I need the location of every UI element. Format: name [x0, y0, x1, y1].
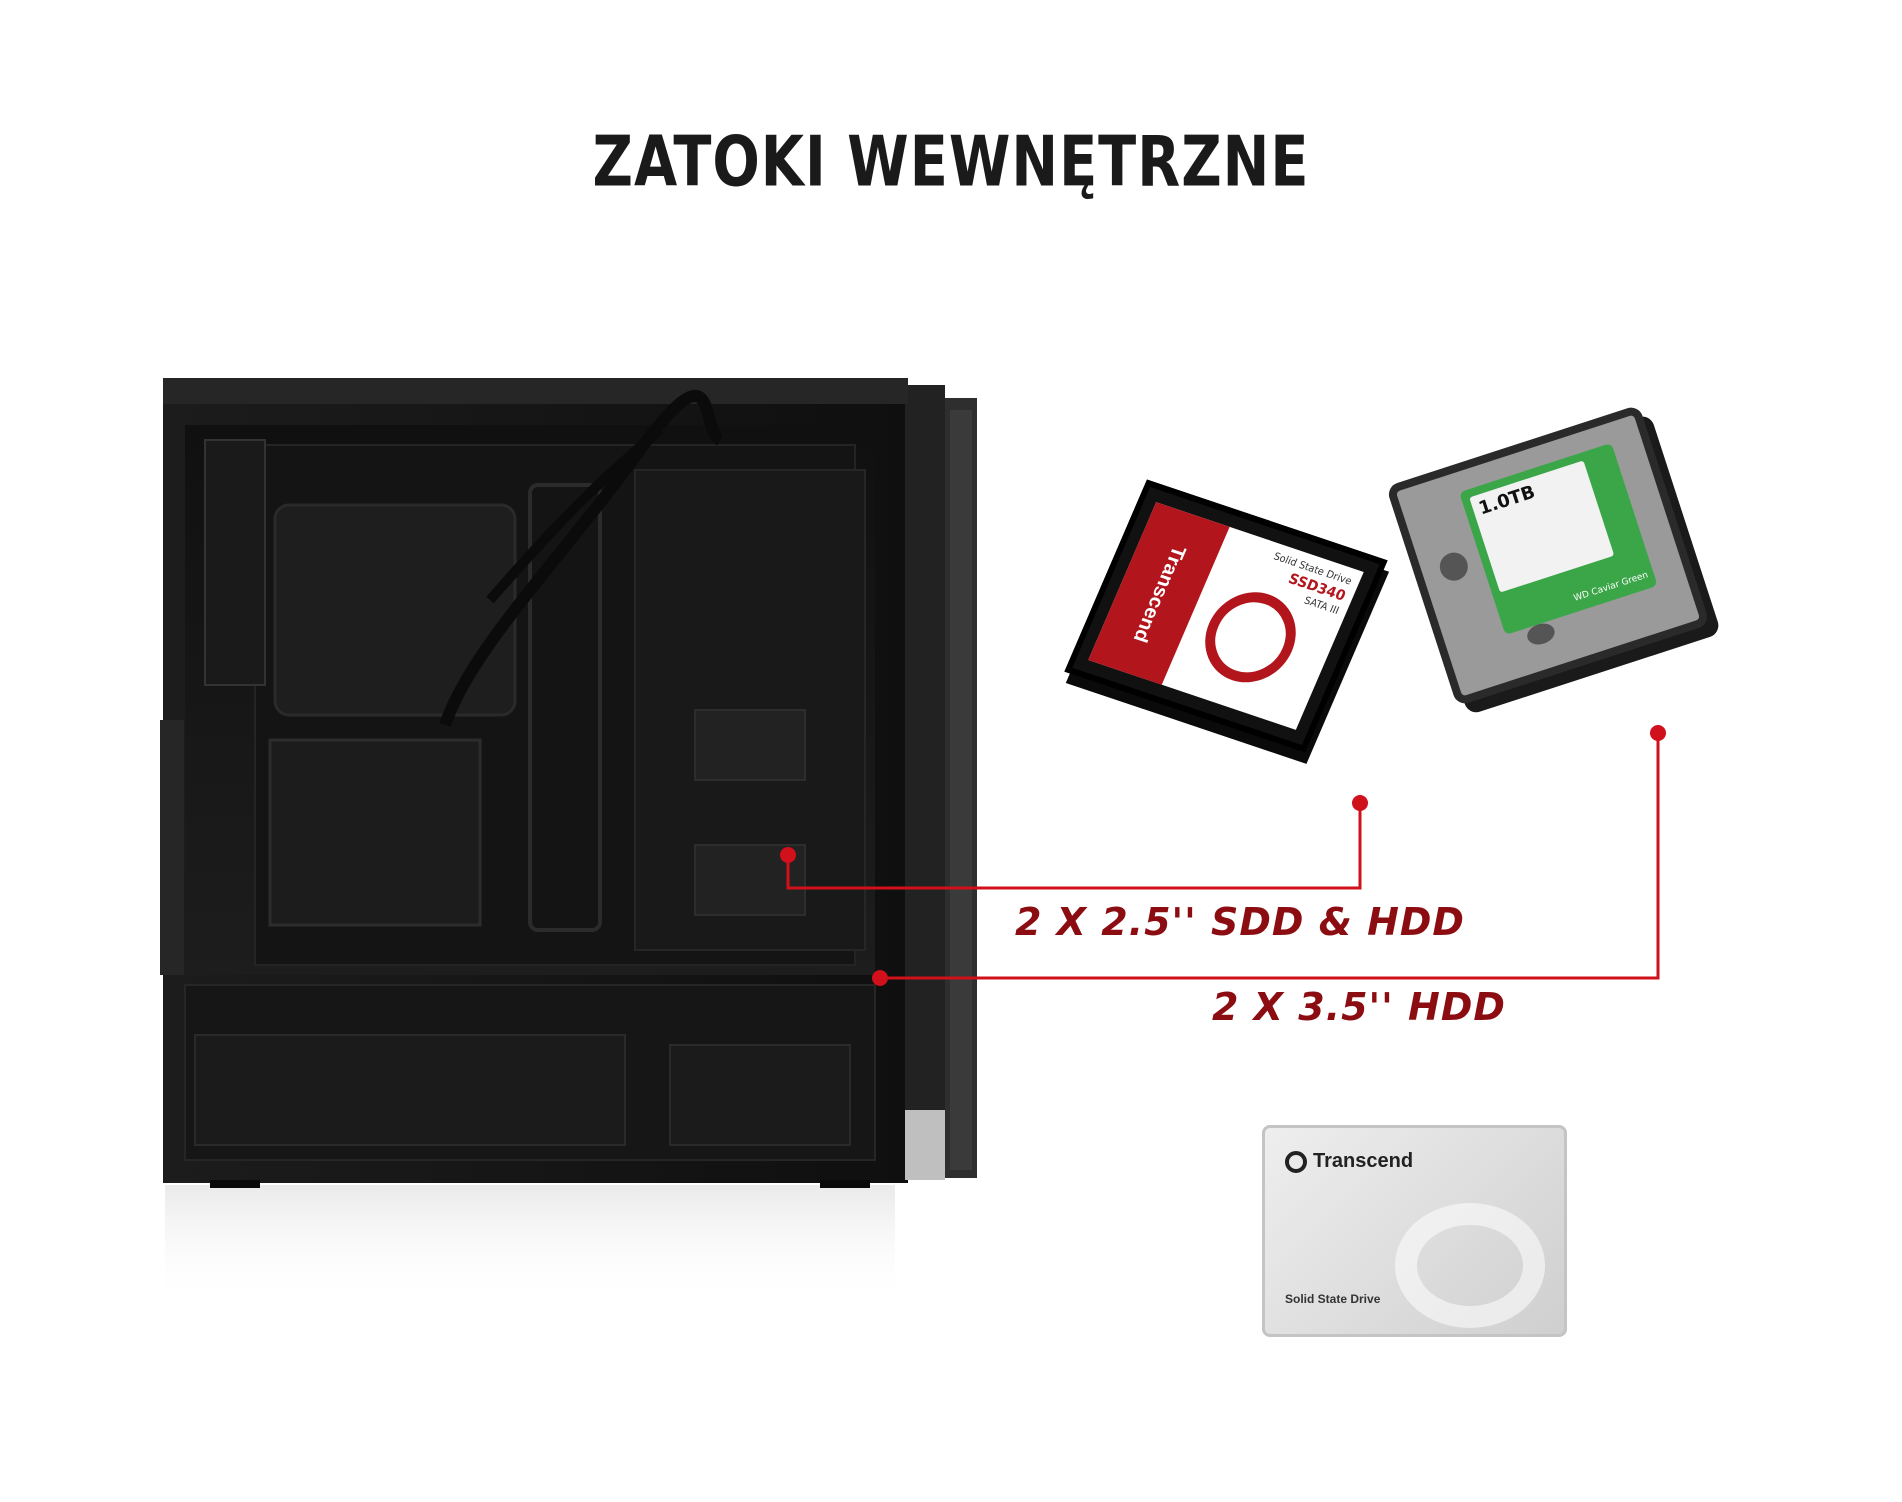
silver-ssd: Transcend Solid State Drive — [1262, 1125, 1567, 1337]
transcend-logo-icon-silver — [1285, 1150, 1307, 1173]
hdd-35: 1.0TB WD Caviar Green — [1385, 404, 1725, 710]
front-vents — [950, 410, 972, 1170]
page-title: ZATOKI WEWNĘTRZNE — [592, 120, 1310, 203]
transcend-watermark-icon — [1395, 1203, 1545, 1328]
case-front-bezel — [905, 385, 945, 1180]
red-ssd-brand: Transcend — [1128, 542, 1190, 645]
red-ssd: Transcend Solid State Drive SSD340 SATA … — [1055, 479, 1395, 753]
callout-dot-25-start — [780, 847, 796, 863]
hdd-capacity: 1.0TB — [1476, 481, 1538, 520]
callout-dot-35-start — [872, 970, 888, 986]
hdd-series: WD Caviar Green — [1572, 570, 1650, 604]
callout-dot-35-end — [1650, 725, 1666, 741]
silver-ssd-subtitle: Solid State Drive — [1285, 1292, 1381, 1306]
callout-dot-25-end — [1352, 795, 1368, 811]
silver-ssd-brand: Transcend — [1313, 1150, 1414, 1172]
callout-label-25: 2 X 2.5'' SDD & HDD — [1015, 900, 1465, 944]
callout-label-35: 2 X 3.5'' HDD — [1212, 985, 1506, 1029]
callout-line-25 — [786, 803, 1362, 890]
callout-line-35 — [880, 733, 1660, 980]
